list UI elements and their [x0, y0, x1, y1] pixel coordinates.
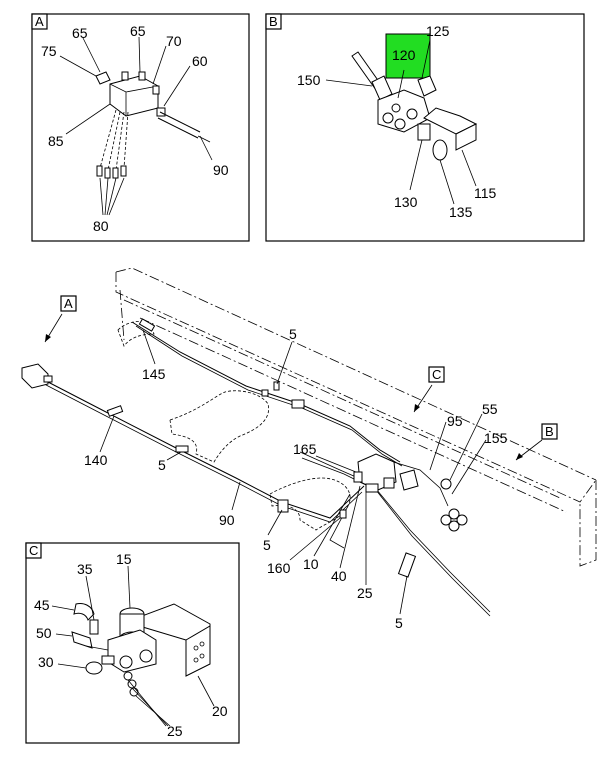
callout-c-35: 35 [77, 561, 93, 577]
callout-main-90: 90 [219, 512, 235, 528]
view-b-letter: B [545, 424, 554, 439]
callout-main-140: 140 [84, 452, 108, 468]
callout-main-25: 25 [357, 585, 373, 601]
callout-main-5-left: 5 [158, 457, 166, 473]
view-a-letter-box [60, 295, 77, 312]
frame-rail [115, 267, 597, 567]
highlight-120-box [385, 33, 431, 79]
main-assembly-view: A C B 5 145 140 5 90 5 165 95 55 [21, 267, 597, 631]
valve-module-a [21, 363, 53, 389]
detail-a-letter-box [31, 13, 48, 30]
module-assembly-drawing [351, 51, 478, 161]
callout-main-145: 145 [142, 366, 166, 382]
detail-c-panel: C [25, 542, 240, 744]
callout-c-45: 45 [34, 597, 50, 613]
callout-b-135: 135 [449, 204, 473, 220]
detail-a-panel: A [31, 13, 250, 242]
callout-b-120: 120 [392, 47, 416, 63]
callout-c-25: 25 [167, 723, 183, 739]
callout-a-85: 85 [48, 133, 64, 149]
callout-main-5-top: 5 [289, 326, 297, 342]
callout-main-160: 160 [267, 560, 291, 576]
callout-b-115: 115 [474, 185, 497, 201]
callout-a-75: 75 [41, 43, 57, 59]
callout-main-5-bottom: 5 [395, 615, 403, 631]
crossmember-ghost-1 [169, 390, 269, 463]
valve-block-drawing [95, 71, 211, 179]
view-c-letter-box [428, 366, 445, 383]
view-c-arrow [414, 404, 420, 412]
detail-a-letter: A [35, 14, 44, 29]
detail-b-letter-box [265, 13, 282, 30]
view-b-letter-box [541, 423, 558, 440]
view-b-arrow [516, 453, 523, 460]
view-a-letter: A [64, 296, 73, 311]
central-valve-assembly [353, 453, 419, 493]
callout-main-95: 95 [447, 413, 463, 429]
callout-b-130: 130 [394, 194, 418, 210]
clips [106, 318, 417, 578]
detail-c-letter: C [29, 543, 38, 558]
crossmember-ghost-3 [117, 320, 155, 347]
callout-a-70: 70 [166, 33, 182, 49]
callout-a-60: 60 [192, 53, 208, 69]
callout-main-55: 55 [482, 401, 498, 417]
module-b-drawing [440, 478, 468, 532]
detail-b-panel: B 120 125 150 [265, 13, 585, 242]
detail-b-letter: B [269, 14, 278, 29]
callout-a-65-right: 65 [130, 23, 146, 39]
callout-a-65-left: 65 [72, 25, 88, 41]
callout-a-80: 80 [93, 218, 109, 234]
callout-a-90: 90 [213, 162, 229, 178]
callout-b-125: 125 [426, 23, 450, 39]
callout-main-10: 10 [303, 556, 319, 572]
callout-main-5-mid: 5 [263, 537, 271, 553]
callout-c-20: 20 [212, 703, 228, 719]
callout-main-165: 165 [293, 441, 317, 457]
callout-c-30: 30 [38, 654, 54, 670]
view-c-letter: C [432, 367, 441, 382]
callout-c-15: 15 [116, 551, 132, 567]
callout-main-155: 155 [484, 430, 508, 446]
callout-c-50: 50 [36, 625, 52, 641]
detail-a-frame [31, 13, 250, 242]
callout-b-150: 150 [297, 72, 321, 88]
view-a-arrow [45, 334, 51, 342]
detail-c-letter-box [25, 542, 42, 559]
callout-main-40: 40 [331, 568, 347, 584]
